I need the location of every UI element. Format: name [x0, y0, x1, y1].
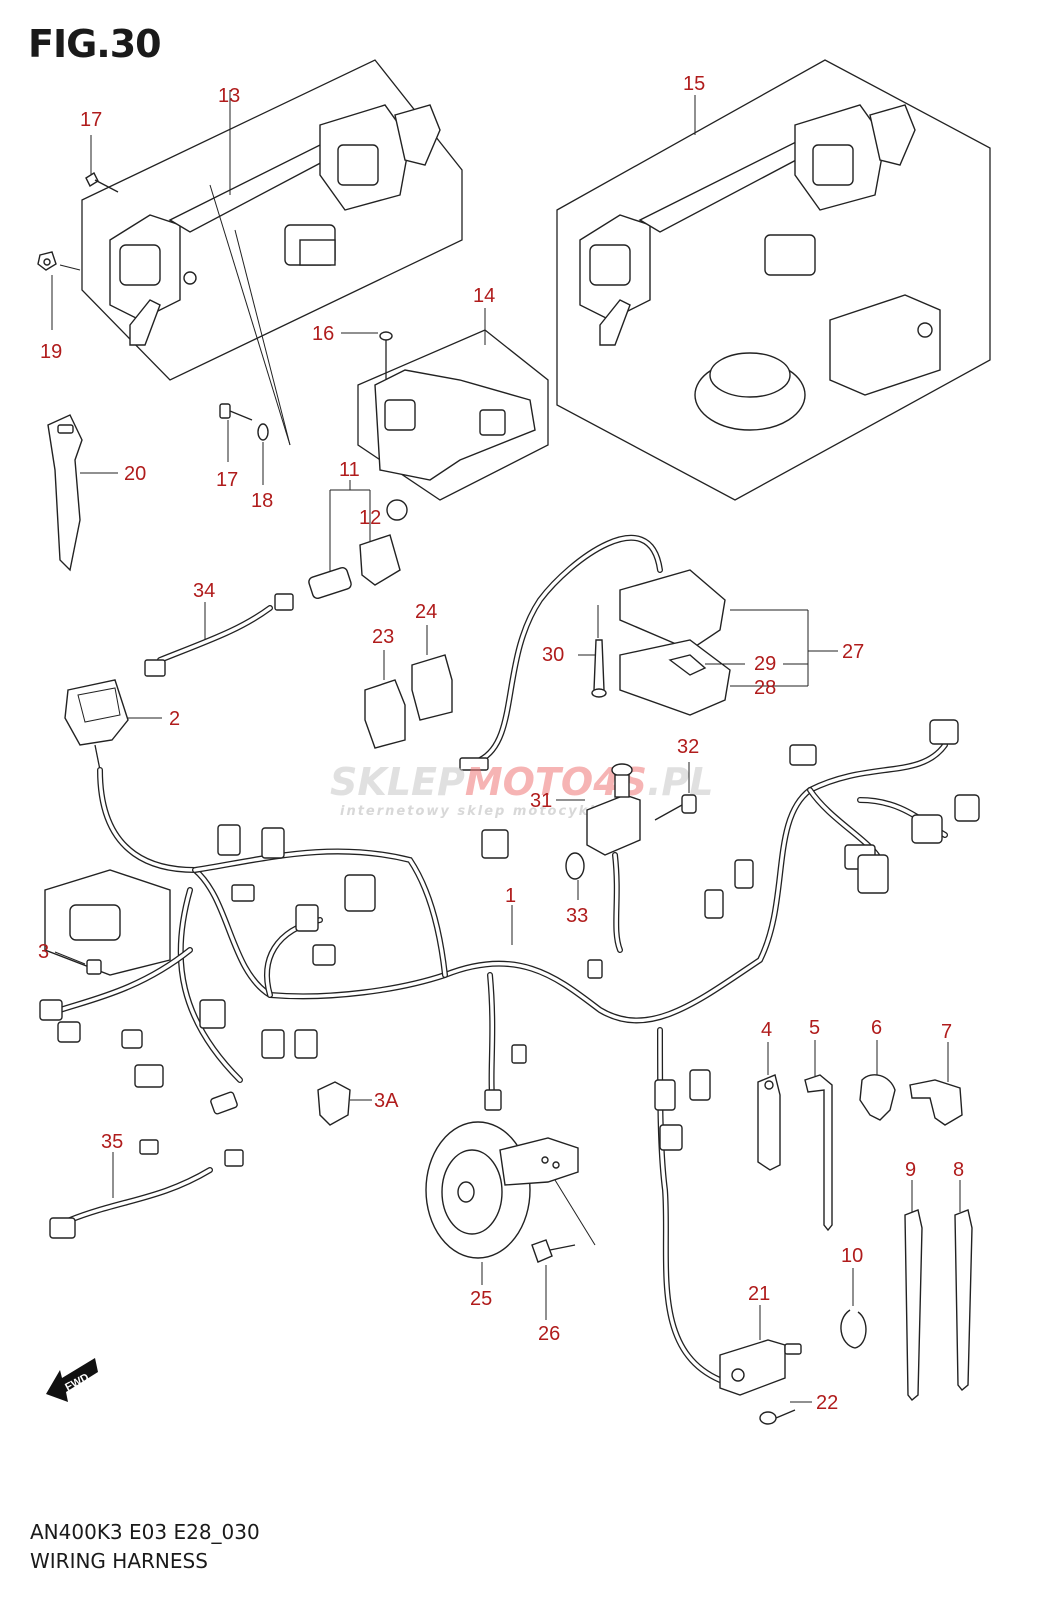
callout-labels: 13 17 19 15 14 16 17 18 20 11 12 34 24 2…: [38, 73, 964, 1414]
part-screw-22[interactable]: [759, 1409, 796, 1425]
callout-23: 23: [372, 626, 394, 648]
callout-1: 1: [505, 885, 516, 907]
svg-text:SKLEPMOTO4S.PL: SKLEPMOTO4S.PL: [330, 760, 714, 804]
part-lead-wire-35[interactable]: [49, 1139, 244, 1239]
figure-name: WIRING HARNESS: [30, 1549, 208, 1573]
part-bulb-29[interactable]: [668, 654, 707, 676]
part-screw-30[interactable]: [591, 639, 607, 698]
part-screw-17-top[interactable]: [85, 171, 119, 193]
part-switch-31[interactable]: [586, 763, 641, 953]
callout-26: 26: [538, 1323, 560, 1345]
lamp-wire: [459, 534, 663, 771]
part-key-20[interactable]: [47, 414, 83, 572]
callout-6: 6: [871, 1017, 882, 1039]
callout-2: 2: [169, 708, 180, 730]
part-horn-25[interactable]: [425, 1121, 579, 1259]
part-lead-wire-34[interactable]: [144, 593, 294, 677]
part-ignition-switch-13[interactable]: [109, 104, 441, 346]
group-box-15: [556, 59, 991, 501]
group-box-13: [81, 59, 463, 381]
watermark: SKLEPMOTO4S.PL internetowy sklep motocyk…: [330, 760, 714, 819]
callout-17-lower: 17: [216, 469, 238, 491]
part-relay-24[interactable]: [411, 654, 453, 721]
callout-25: 25: [470, 1288, 492, 1310]
callout-30: 30: [542, 644, 564, 666]
callout-32: 32: [677, 736, 699, 758]
part-connector-2[interactable]: [64, 679, 129, 771]
svg-text:internetowy sklep motocyklowy: internetowy sklep motocyklowy: [340, 804, 631, 819]
callout-28: 28: [754, 677, 776, 699]
part-ignition-switch-set-15[interactable]: [579, 104, 941, 431]
part-screw-16[interactable]: [379, 331, 393, 380]
callout-9: 9: [905, 1159, 916, 1181]
part-cap-33[interactable]: [565, 852, 585, 880]
part-clamp-5[interactable]: [804, 1074, 833, 1232]
part-cable-tie-8[interactable]: [954, 1209, 973, 1391]
callout-12: 12: [359, 507, 381, 529]
callout-5: 5: [809, 1017, 820, 1039]
part-main-harness-1[interactable]: [39, 719, 980, 1383]
part-bolt-26[interactable]: [531, 1239, 576, 1263]
callout-21: 21: [748, 1283, 770, 1305]
part-washer-18[interactable]: [257, 423, 269, 441]
fwd-direction-arrow: FWD: [46, 1358, 98, 1402]
part-fuse-3A[interactable]: [317, 1081, 351, 1126]
callout-18: 18: [251, 490, 273, 512]
callout-8: 8: [953, 1159, 964, 1181]
part-clamp-7[interactable]: [909, 1079, 963, 1126]
part-socket-11[interactable]: [308, 566, 353, 600]
callout-13: 13: [218, 85, 240, 107]
callout-29: 29: [754, 653, 776, 675]
callout-11: 11: [339, 459, 360, 481]
part-bolt-17[interactable]: [219, 403, 253, 421]
callout-3A: 3A: [374, 1090, 399, 1112]
callout-16: 16: [312, 323, 334, 345]
figure-title: FIG.30: [28, 22, 162, 66]
callout-34: 34: [193, 580, 215, 602]
part-fuse-3[interactable]: [86, 959, 102, 975]
callout-15: 15: [683, 73, 705, 95]
part-switch-21[interactable]: [719, 1339, 802, 1396]
callout-19: 19: [40, 341, 62, 363]
callout-31: 31: [530, 790, 552, 812]
part-cable-tie-9[interactable]: [904, 1209, 923, 1401]
callout-35: 35: [101, 1131, 123, 1153]
part-nut-19[interactable]: [37, 251, 57, 271]
callout-33: 33: [566, 905, 588, 927]
callout-27: 27: [842, 641, 864, 663]
callout-10: 10: [841, 1245, 863, 1267]
part-lamp-assy-27[interactable]: [619, 569, 731, 716]
figure-code: AN400K3 E03 E28_030: [30, 1520, 260, 1544]
part-relay-23[interactable]: [364, 679, 406, 749]
callout-14: 14: [473, 285, 495, 307]
callout-7: 7: [941, 1021, 952, 1043]
part-cap-12[interactable]: [359, 499, 408, 586]
part-clip-10[interactable]: [840, 1309, 867, 1349]
callout-20: 20: [124, 463, 146, 485]
part-seat-lock-14[interactable]: [374, 369, 536, 481]
callout-17: 17: [80, 109, 102, 131]
part-clamp-6[interactable]: [859, 1074, 896, 1121]
part-bolt-32[interactable]: [654, 794, 697, 821]
callout-3: 3: [38, 941, 49, 963]
part-clamp-4[interactable]: [757, 1074, 781, 1171]
callout-4: 4: [761, 1019, 772, 1041]
callout-24: 24: [415, 601, 437, 623]
callout-22: 22: [816, 1392, 838, 1414]
